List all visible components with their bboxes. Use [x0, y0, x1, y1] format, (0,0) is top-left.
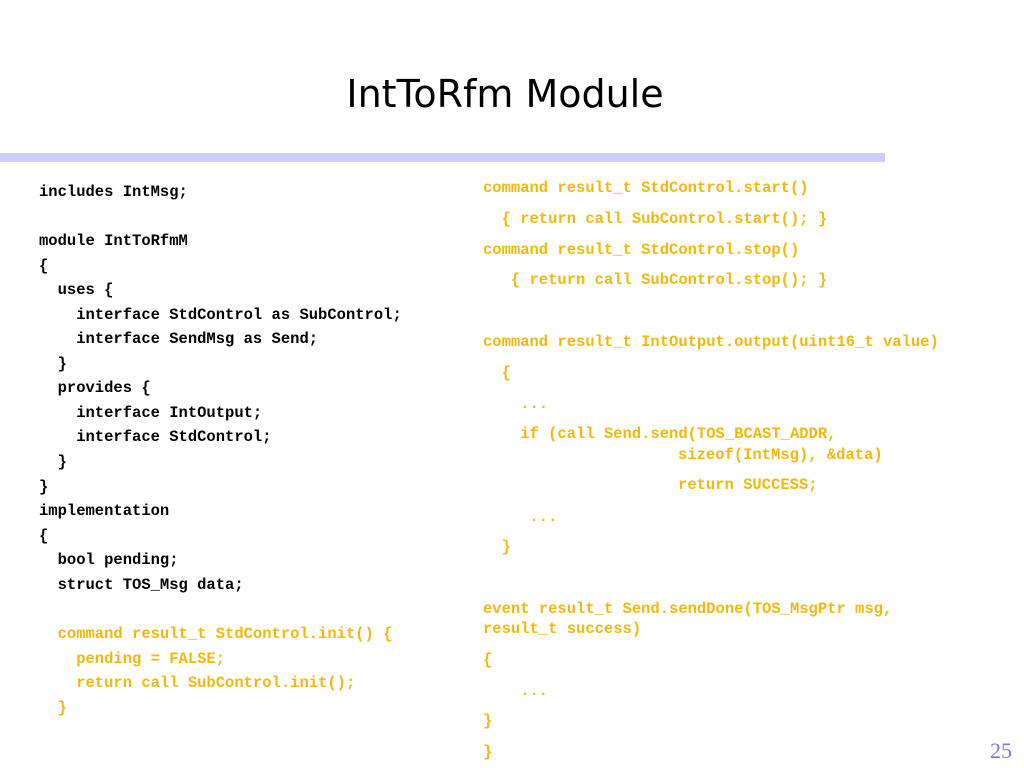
code-line: return call SubControl.init(); [39, 674, 356, 692]
left-code-block: includes IntMsg; module IntToRfmM { uses… [39, 0, 402, 717]
right-code-block: command result_t StdControl.start() { re… [483, 0, 939, 761]
code-line: } [483, 743, 493, 761]
code-line: } [39, 355, 67, 373]
code-line: provides { [39, 379, 151, 397]
code-line: includes IntMsg; [39, 183, 188, 201]
code-line: { return call SubControl.stop(); } [483, 271, 828, 289]
code-line: command result_t IntOutput.output(uint16… [483, 333, 939, 351]
code-line: uses { [39, 281, 114, 299]
page-number: 25 [990, 738, 1012, 763]
code-line: bool pending; [39, 551, 179, 569]
code-line: command result_t StdControl.init() { [39, 625, 393, 643]
code-line: ... [483, 682, 549, 700]
code-line: } [483, 538, 511, 556]
code-line: interface StdControl as SubControl; [39, 306, 402, 324]
code-line: { [39, 257, 49, 275]
code-line: } [483, 712, 493, 730]
code-line: command result_t StdControl.start() [483, 179, 809, 197]
code-line: interface IntOutput; [39, 404, 263, 422]
code-line: { [483, 651, 493, 669]
code-line: interface SendMsg as Send; [39, 330, 319, 348]
code-line: { return call SubControl.start(); } [483, 210, 828, 228]
code-line: } [39, 478, 49, 496]
title-divider [0, 153, 885, 162]
code-line: struct TOS_Msg data; [39, 576, 244, 594]
code-line: ... [483, 508, 558, 526]
code-line: interface StdControl; [39, 428, 272, 446]
code-line: { [39, 527, 49, 545]
slide-title: IntToRfm Module [346, 72, 664, 116]
code-line: pending = FALSE; [39, 650, 226, 668]
code-line: return SUCCESS; [585, 476, 818, 494]
code-line: if (call Send.send(TOS_BCAST_ADDR, [483, 425, 837, 443]
code-line: sizeof(IntMsg), &data) [585, 446, 883, 464]
code-line: event result_t Send.sendDone(TOS_MsgPtr … [483, 600, 893, 618]
code-line: { [483, 364, 511, 382]
code-line: ... [483, 395, 549, 413]
code-line: implementation [39, 502, 170, 520]
code-line: result_t success) [483, 620, 642, 638]
code-line: } [39, 453, 67, 471]
code-line: module IntToRfmM [39, 232, 188, 250]
code-line: command result_t StdControl.stop() [483, 241, 800, 259]
code-line: } [39, 699, 67, 717]
